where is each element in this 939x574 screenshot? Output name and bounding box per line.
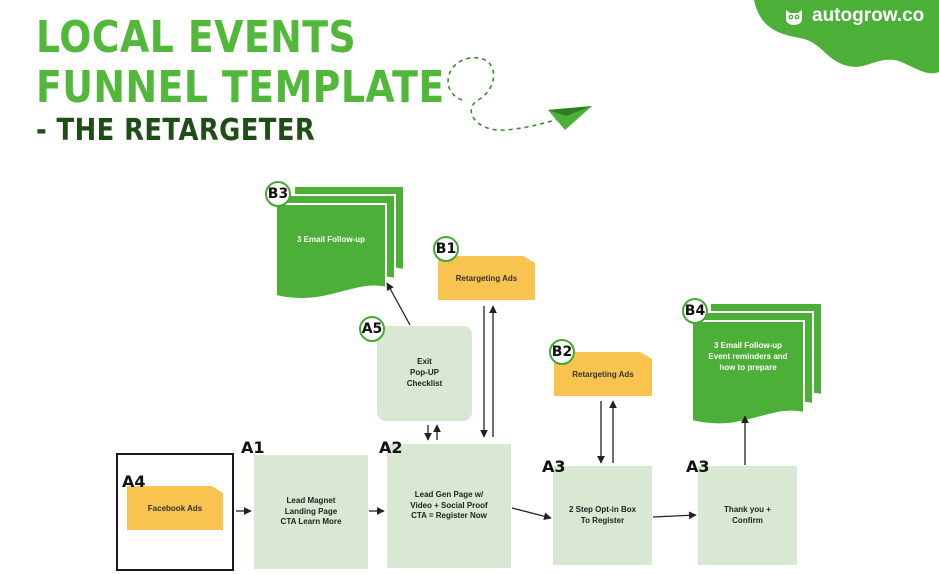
a3-optin-box[interactable]: 2 Step Opt-in Box To Register bbox=[553, 466, 652, 565]
a2-text: Lead Gen Page w/ Video + Social Proof CT… bbox=[410, 489, 488, 521]
label-a3-thank-you: A3 bbox=[686, 457, 710, 476]
title-line-2: FUNNEL TEMPLATE bbox=[36, 62, 445, 113]
b4-document-stack bbox=[691, 302, 823, 426]
a4-facebook-ads-note[interactable]: Facebook Ads bbox=[127, 486, 223, 530]
badge-b3: B3 bbox=[265, 181, 291, 207]
a3-thank-you-text: Thank you + Confirm bbox=[724, 504, 771, 525]
a5-text: Exit Pop-UP Checklist bbox=[406, 357, 443, 388]
brand-name: autogrow.co bbox=[812, 5, 925, 26]
a1-text: Lead Magnet Landing Page CTA Learn More bbox=[280, 495, 342, 527]
title-line-3: - THE RETARGETER bbox=[36, 113, 316, 148]
a5-exit-popup-box[interactable]: Exit Pop-UP Checklist bbox=[377, 326, 472, 421]
arrow-a3-to-thanks bbox=[652, 511, 697, 520]
b1-retargeting-ads-note[interactable]: Retargeting Ads bbox=[438, 256, 535, 300]
paper-plane-icon bbox=[548, 106, 592, 130]
b4-text: 3 Email Follow-up Event reminders and ho… bbox=[692, 340, 804, 374]
a3-thank-you-box[interactable]: Thank you + Confirm bbox=[698, 466, 797, 565]
label-a1: A1 bbox=[241, 438, 265, 457]
badge-a5: A5 bbox=[359, 316, 385, 342]
arrow-a2-to-a3 bbox=[511, 507, 552, 521]
badge-b1: B1 bbox=[433, 236, 459, 262]
owl-logo-icon bbox=[786, 10, 802, 25]
label-a4: A4 bbox=[122, 472, 146, 491]
b4-text-content: 3 Email Follow-up Event reminders and ho… bbox=[708, 341, 788, 373]
label-a3-optin: A3 bbox=[542, 457, 566, 476]
b1-text: Retargeting Ads bbox=[455, 273, 518, 283]
a1-landing-page-box[interactable]: Lead Magnet Landing Page CTA Learn More bbox=[254, 455, 368, 569]
dashed-flight-path bbox=[447, 57, 563, 131]
badge-b2: B2 bbox=[549, 339, 575, 365]
a2-lead-gen-page-box[interactable]: Lead Gen Page w/ Video + Social Proof CT… bbox=[387, 444, 511, 568]
a3-optin-text: 2 Step Opt-in Box To Register bbox=[568, 504, 637, 525]
b3-text: 3 Email Follow-up bbox=[296, 235, 365, 244]
b2-text: Retargeting Ads bbox=[572, 369, 634, 379]
brand-logo[interactable]: autogrow.co bbox=[786, 4, 932, 28]
b3-document-stack bbox=[275, 185, 405, 301]
badge-b4: B4 bbox=[682, 298, 708, 324]
a4-text: Facebook Ads bbox=[147, 503, 203, 513]
label-a2: A2 bbox=[379, 438, 403, 457]
arrow-a5-to-b3 bbox=[386, 282, 411, 326]
a4-frame bbox=[116, 453, 234, 571]
title-line-1: LOCAL EVENTS bbox=[36, 12, 357, 63]
